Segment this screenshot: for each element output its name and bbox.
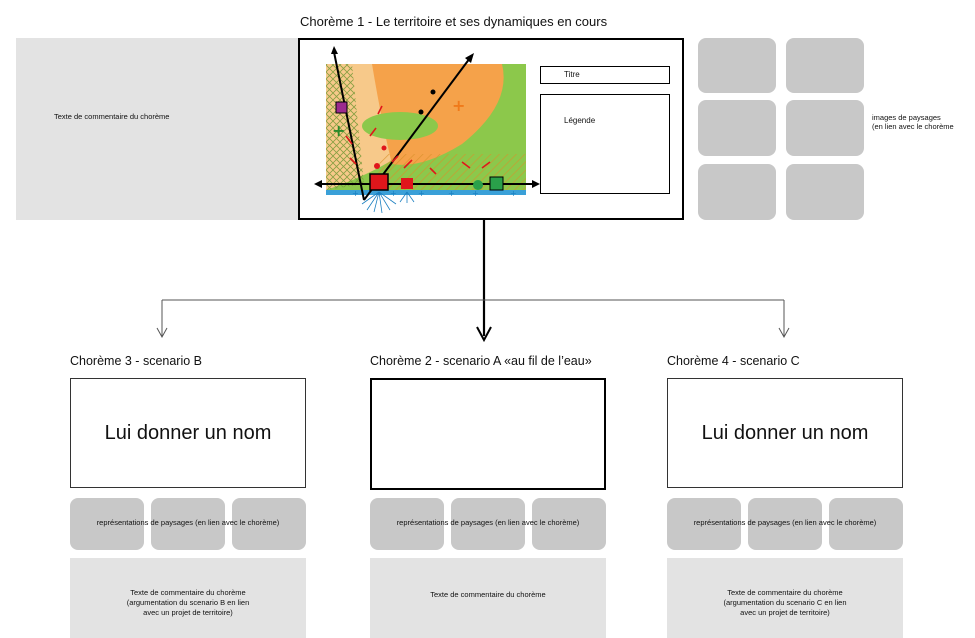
legende-label: Légende: [564, 116, 596, 125]
representation-tile: [232, 498, 306, 550]
scenario-b-representations: représentations de paysages (en lien ave…: [96, 518, 280, 527]
scenario-b-box: Lui donner un nom: [70, 378, 306, 488]
svg-text:+: +: [390, 189, 397, 198]
landscape-image-tile: [786, 164, 864, 220]
main-node: [369, 173, 389, 191]
green-dot: [473, 180, 483, 190]
titre-box: [540, 66, 670, 84]
svg-text:+: +: [510, 189, 517, 198]
scenario-b-comment: Texte de commentaire du chorème (argumen…: [126, 588, 250, 617]
scenario-a-comment: Texte de commentaire du chorème: [430, 590, 546, 599]
axis-north: [333, 51, 365, 201]
representation-tile: [748, 498, 822, 550]
representation-tile: [70, 498, 144, 550]
scenario-c-title: Chorème 4 - scenario C: [667, 354, 800, 368]
water-rays: [361, 191, 415, 214]
orange-plus-icon: +: [452, 96, 465, 115]
representation-tile: [151, 498, 225, 550]
scenario-a-representations: représentations de paysages (en lien ave…: [396, 518, 580, 527]
scenario-b-title: Chorème 3 - scenario B: [70, 354, 203, 368]
landscape-image-tile: [698, 38, 776, 93]
representation-tile: [451, 498, 525, 550]
scenario-c-comment-panel: [667, 558, 903, 638]
scenario-a-title: Chorème 2 - scenario A «au fil de l’eau»: [370, 354, 592, 368]
comment-text: Texte de commentaire du chorème: [54, 112, 170, 121]
legende-box: [540, 94, 670, 194]
scenario-c-box: Lui donner un nom: [667, 378, 903, 488]
crosshatch-zone: [326, 64, 364, 190]
scenario-a-comment-panel: [370, 558, 606, 638]
svg-text:+: +: [448, 189, 455, 198]
green-node: [489, 176, 504, 191]
landscape-image-tile: [786, 38, 864, 93]
green-plus-icon: +: [332, 121, 345, 140]
scenario-a-box: [370, 378, 606, 490]
landscape-image-tile: [698, 100, 776, 156]
representation-tile: [829, 498, 903, 550]
landscape-image-tile: [698, 164, 776, 220]
flow-arrows: [345, 105, 491, 175]
scenario-b-comment-panel: [70, 558, 306, 638]
water-strip: [326, 190, 526, 195]
chorem-map: + + + + + + + +: [314, 46, 540, 214]
titre-label: Titre: [564, 70, 580, 79]
comment-panel: [16, 38, 298, 220]
svg-text:+: +: [472, 189, 479, 198]
red-node: [401, 178, 413, 189]
chorem-1-title: Chorème 1 - Le territoire et ses dynamiq…: [300, 14, 608, 29]
scenario-c-comment: Texte de commentaire du chorème (argumen…: [723, 588, 847, 617]
scenario-c-representations: représentations de paysages (en lien ave…: [693, 518, 877, 527]
representation-tile: [532, 498, 606, 550]
purple-node: [335, 101, 348, 114]
svg-text:+: +: [352, 189, 359, 198]
representation-tile: [667, 498, 741, 550]
representation-tile: [370, 498, 444, 550]
images-label: images de paysages (en lien avec le chor…: [872, 113, 954, 131]
landscape-image-tile: [786, 100, 864, 156]
svg-text:+: +: [418, 189, 425, 198]
green-ellipse: [362, 112, 438, 140]
